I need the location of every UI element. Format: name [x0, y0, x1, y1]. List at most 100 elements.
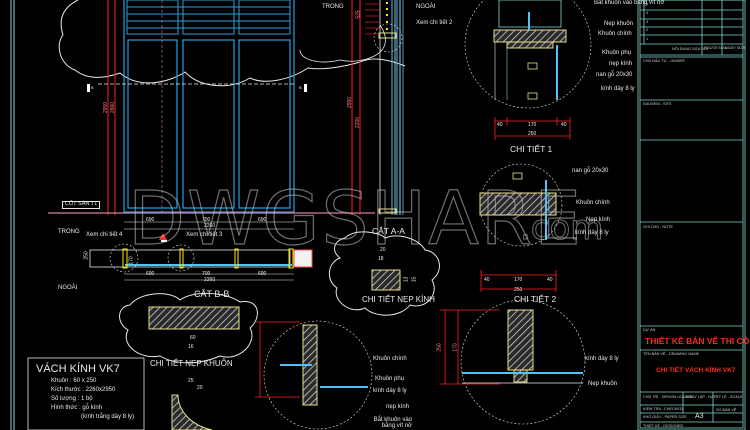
paper-size-value: A3: [695, 413, 704, 420]
rev-row-1: 1: [646, 37, 649, 41]
rev-header-content: NỘI DUNG SỬA ĐỔI: [672, 47, 708, 51]
revision-cloud-section-aa: [329, 231, 440, 316]
detail-1-title: CHI TIẾT 1: [510, 144, 553, 154]
label-outside-elevation: NGOÀI: [416, 4, 436, 10]
d2-callout-3: kính dày 8 ly: [575, 230, 609, 236]
d2-callout-bottom-1: Nẹp khuôn: [588, 381, 618, 387]
field-date: NGÀY LẬP - DATE: [686, 395, 719, 399]
d1-callout-4: nẹp kính: [609, 61, 633, 67]
floor-level-tag: CỐT SÀN T1: [62, 201, 101, 209]
rev-header-by: NGƯỜI SỬA: [704, 46, 727, 50]
d3-callout-0: Khuôn chính: [373, 356, 407, 362]
project-label: DỰ ÁN: [643, 328, 656, 332]
d2-callout-1: Khuôn chính: [576, 200, 610, 206]
field-drawing-no: SỐ BẢN VẼ: [716, 408, 737, 412]
spec-line-2: Số lượng : 1 bộ: [51, 396, 93, 402]
bb-dim-0: 16: [188, 344, 194, 350]
d1-callout-0: Bắt khuôn vào bằng vít nở: [594, 0, 665, 6]
section-aa-title: CẮT A-A: [372, 226, 405, 236]
profile-dim-0: 25: [188, 378, 194, 384]
d2-callout-2: Nẹp kính: [586, 217, 611, 223]
detail-2-lower-drawing: [440, 299, 586, 425]
dim-height-right-2: 2200: [355, 116, 362, 129]
d1-callout-2: Khuôn chính: [598, 31, 632, 37]
spec-line-3: Hình thức : gỗ kính: [51, 405, 103, 411]
spec-title: VÁCH KÍNH VK7: [36, 363, 120, 375]
bb-dim-1: 60: [190, 335, 196, 341]
vertical-section-column: [299, 0, 404, 215]
d1-dim-1: 170: [528, 122, 537, 128]
d3-callout-1: Khuôn phụ: [375, 376, 405, 382]
note-label: GHI CHÚ - NOTE: [643, 225, 673, 229]
plan-dim-bottom-2: 700: [202, 271, 211, 277]
aa-dim-1: 18: [378, 256, 384, 262]
d1-callout-1: Nẹp khuôn: [604, 21, 634, 27]
spec-line-0: Khuôn : 60 x 250: [51, 378, 97, 384]
d1-dim-total: 250: [528, 131, 537, 137]
section-marker-b-left: B: [91, 85, 94, 90]
field-designed: THIẾT KẾ - DESIGNED: [643, 424, 684, 428]
d1-callout-6: kính dày 8 ly: [601, 86, 635, 92]
label-inside-plan: TRONG: [58, 229, 80, 235]
nep-profile-curved: [171, 394, 213, 430]
nep-khuon-caption: CHI TIẾT NẸP KHUÔN: [150, 359, 233, 368]
watermark-suffix: .com: [519, 208, 604, 249]
dim-height-left-2: 2860: [110, 101, 117, 114]
d2-vdim-total: 250: [436, 343, 443, 352]
aa-vdim-1: 15: [411, 276, 418, 283]
callout-see-detail-4[interactable]: Xem chi tiết 4: [86, 232, 123, 238]
aa-vdim-0: 13: [403, 276, 410, 283]
rev-row-4: 4: [646, 11, 649, 15]
plan-dim-frame: 170: [128, 256, 135, 265]
plan-dim-bottom-total: 2260: [204, 277, 216, 283]
callout-see-detail-2[interactable]: Xem chi tiết 2: [416, 20, 453, 26]
site-label: ĐỊA ĐIỂM - SITE: [643, 102, 672, 106]
plan-dim-top-total: 2260: [204, 223, 216, 229]
d2-callout-bottom-0: kính dày 8 ly: [585, 356, 619, 362]
nep-khuon-profile: [148, 306, 240, 330]
d2-dim-2: 40: [547, 277, 553, 283]
plan-dim-bottom-1: 690: [146, 271, 155, 277]
d1-callout-3: Khuôn phụ: [602, 50, 632, 56]
field-design-leader: CHỦ TRÌ - DESIGN LEADER: [643, 395, 693, 399]
revision-cloud-elevation: [58, 0, 406, 87]
label-inside-elevation: TRONG: [322, 4, 344, 10]
nep-kinh-caption: CHI TIẾT NẸP KÍNH: [362, 295, 435, 304]
d3-callout-3: nẹp kính: [386, 404, 410, 410]
nep-kinh-profile: [371, 269, 401, 291]
plan-section-bb: [89, 221, 313, 281]
spec-box-frame: [27, 357, 145, 430]
detail-1-drawing: [464, 0, 592, 140]
dim-height-left-1: 2950: [103, 101, 110, 114]
rev-row-5: 5: [646, 2, 649, 6]
dim-height-right-1: 2950: [347, 96, 354, 109]
d2-vdim-mid: 170: [452, 343, 459, 352]
detail-2-title: CHI TIẾT 2: [514, 294, 557, 304]
title-block-frame: [637, 0, 746, 430]
spec-line-4: (kính trắng dày 8 ly): [81, 414, 135, 420]
d2-dim-1: 170: [514, 277, 523, 283]
spec-line-1: Kích thước : 2260x2950: [51, 387, 116, 393]
field-scale: TỶ LỆ - SCALE: [716, 395, 743, 399]
detail-2-upper-drawing: [479, 163, 563, 292]
d1-callout-5: nan gỗ 20x30: [596, 72, 633, 78]
window-elevation: [48, 0, 375, 215]
d2-dim-total: 250: [514, 287, 523, 293]
d2-dim-0: 40: [484, 277, 490, 283]
callout-see-detail-3[interactable]: Xem chi tiết 3: [186, 232, 223, 238]
plan-dim-bottom-3: 690: [258, 271, 267, 277]
d3-callout-2: kính dày 8 ly: [373, 388, 407, 394]
field-checked: KIỂM TRA - CHECKED: [643, 407, 683, 411]
drawing-name-label: TÊN BẢN VẼ - DRAWING NAME: [643, 352, 700, 356]
d1-dim-2: 40: [561, 122, 567, 128]
field-paper-size: KHỔ GIẤY - PAPER SIZE: [643, 415, 687, 419]
section-bb-title: CẮT B-B: [194, 289, 230, 299]
section-marker-b-right: B: [299, 85, 302, 90]
d3-callout-4: Bắt khuôn vào bằng vít nở: [373, 417, 412, 430]
project-title: THIẾT KẾ BẢN VẼ THI CÔNG: [645, 336, 750, 346]
plan-dim-top-1: 690: [146, 217, 155, 223]
rev-header-date: NGÀY SỬA: [725, 46, 746, 50]
profile-dim-2: 20: [197, 385, 203, 391]
rev-row-3: 3: [646, 20, 649, 24]
